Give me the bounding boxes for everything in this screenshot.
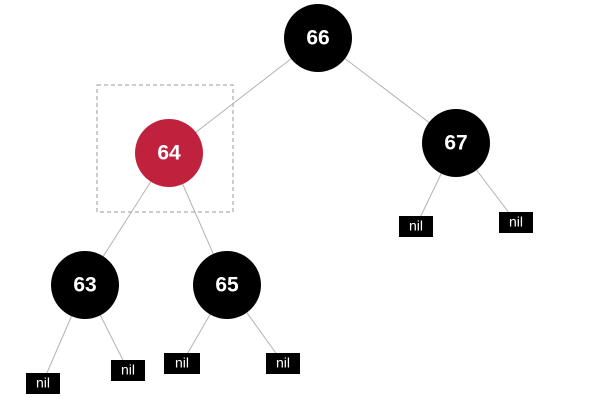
node-label: 63: [73, 274, 96, 297]
nil-leaf-65-right: nil: [266, 353, 300, 374]
nil-box: [26, 373, 60, 394]
nil-box: [499, 212, 533, 233]
node-label: 64: [157, 142, 181, 165]
nil-box: [399, 216, 433, 237]
node-label: 67: [444, 132, 467, 155]
node-circle: [193, 251, 261, 319]
nil-label: nil: [509, 214, 523, 230]
node-label: 65: [215, 274, 239, 297]
nil-leaf-67-left: nil: [399, 216, 433, 237]
tree-node-66[interactable]: 66: [284, 4, 352, 72]
tree-node-63[interactable]: 63: [51, 251, 119, 319]
tree-node-65[interactable]: 65: [193, 251, 261, 319]
selection-box: [96, 84, 234, 213]
nil-leaf-63-right: nil: [111, 360, 145, 381]
node-circle: [135, 119, 203, 187]
node-circle: [51, 251, 119, 319]
nil-box: [266, 353, 300, 374]
node-circle: [284, 4, 352, 72]
tree-node-67[interactable]: 67: [422, 109, 490, 177]
nil-label: nil: [36, 375, 50, 391]
nil-leaf-67-right: nil: [499, 212, 533, 233]
tree-edges: [42, 37, 517, 383]
tree-node-64[interactable]: 64: [135, 119, 203, 187]
node-circle: [422, 109, 490, 177]
nil-label: nil: [121, 362, 135, 378]
nil-label: nil: [175, 355, 189, 371]
nil-box: [164, 353, 200, 374]
nil-label: nil: [276, 355, 290, 371]
nil-leaf-63-left: nil: [26, 373, 60, 394]
nil-box: [111, 360, 145, 381]
node-label: 66: [306, 27, 329, 50]
nil-leaf-65-left: nil: [164, 353, 200, 374]
nil-label: nil: [409, 218, 423, 234]
